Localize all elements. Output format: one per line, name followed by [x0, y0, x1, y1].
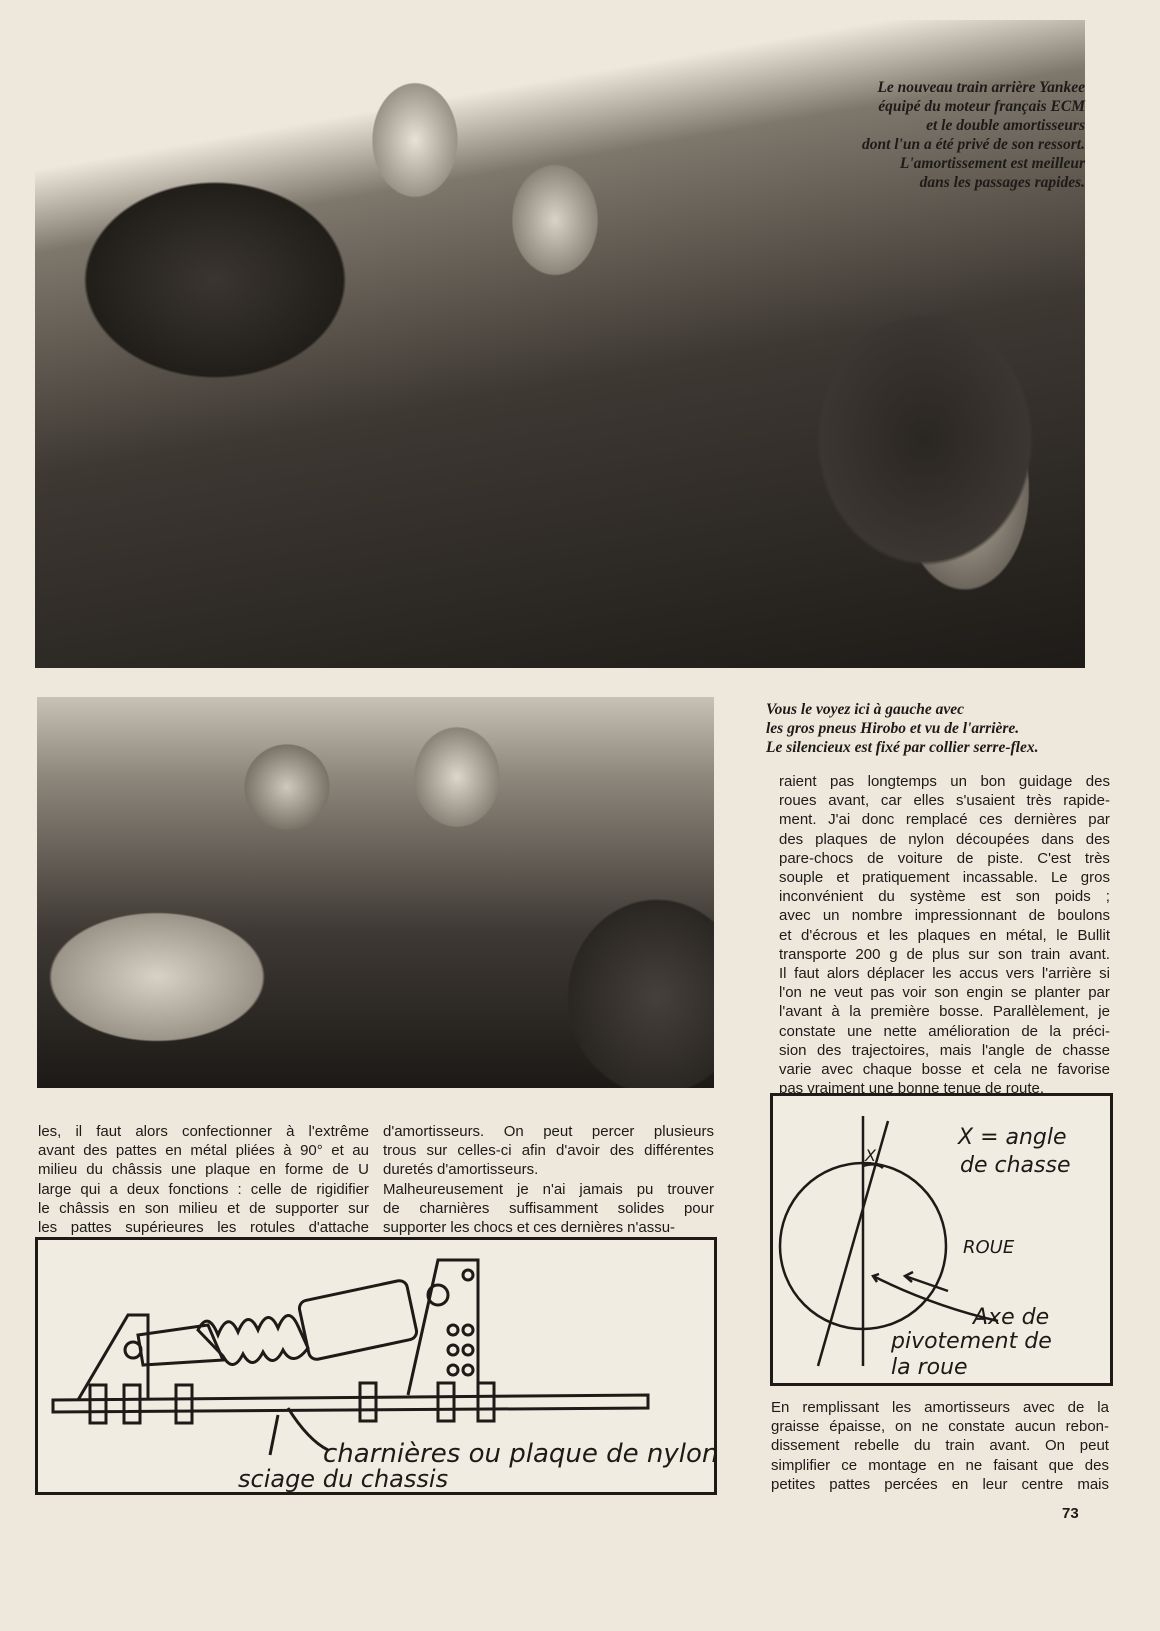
- caption-photo-1: Le nouveau train arrière Yankee équipé d…: [862, 78, 1085, 192]
- caption-line: les gros pneus Hirobo et vu de l'arrière…: [766, 720, 1020, 737]
- label-x-definition: X = angle: [957, 1125, 1067, 1150]
- caption-line: Vous le voyez ici à gauche avec: [766, 701, 965, 718]
- caption-line: dont l'un a été privé de son ressort.: [861, 136, 1085, 153]
- page-number: 73: [1062, 1505, 1079, 1522]
- photo-rear-view-muffler: [37, 697, 714, 1088]
- caption-line: et le double amortisseurs: [926, 117, 1085, 134]
- shock-mount-diagram: charnières ou plaque de nylon sciage du …: [35, 1237, 718, 1495]
- label-hinges: charnières ou plaque de nylon: [323, 1439, 714, 1469]
- label-x-definition-2: de chasse: [960, 1153, 1070, 1178]
- label-axis: Axe de: [971, 1305, 1049, 1330]
- caster-angle-drawing: X X = angle de chasse ROUE Axe de pivote…: [778, 1116, 1070, 1380]
- label-axis-3: la roue: [891, 1355, 968, 1380]
- label-x: X: [864, 1146, 877, 1165]
- label-wheel: ROUE: [963, 1237, 1015, 1258]
- photo-rear-train-engine: [35, 20, 1085, 668]
- caption-line: équipé du moteur français ECM: [878, 98, 1085, 115]
- label-axis-2: pivotement de: [890, 1329, 1052, 1354]
- caption-line: dans les passages rapides.: [919, 174, 1085, 191]
- caption-photo-2: Vous le voyez ici à gauche avec les gros…: [766, 700, 1038, 757]
- shock-mount-drawing: charnières ou plaque de nylon sciage du …: [51, 1258, 718, 1493]
- caption-line: Le silencieux est fixé par collier serre…: [766, 739, 1039, 756]
- caption-line: L'amortissement est meilleur: [899, 155, 1085, 172]
- caption-line: Le nouveau train arrière Yankee: [877, 79, 1085, 96]
- label-chassis-cut: sciage du chassis: [238, 1465, 448, 1492]
- caster-angle-diagram: X X = angle de chasse ROUE Axe de pivote…: [770, 1093, 1113, 1386]
